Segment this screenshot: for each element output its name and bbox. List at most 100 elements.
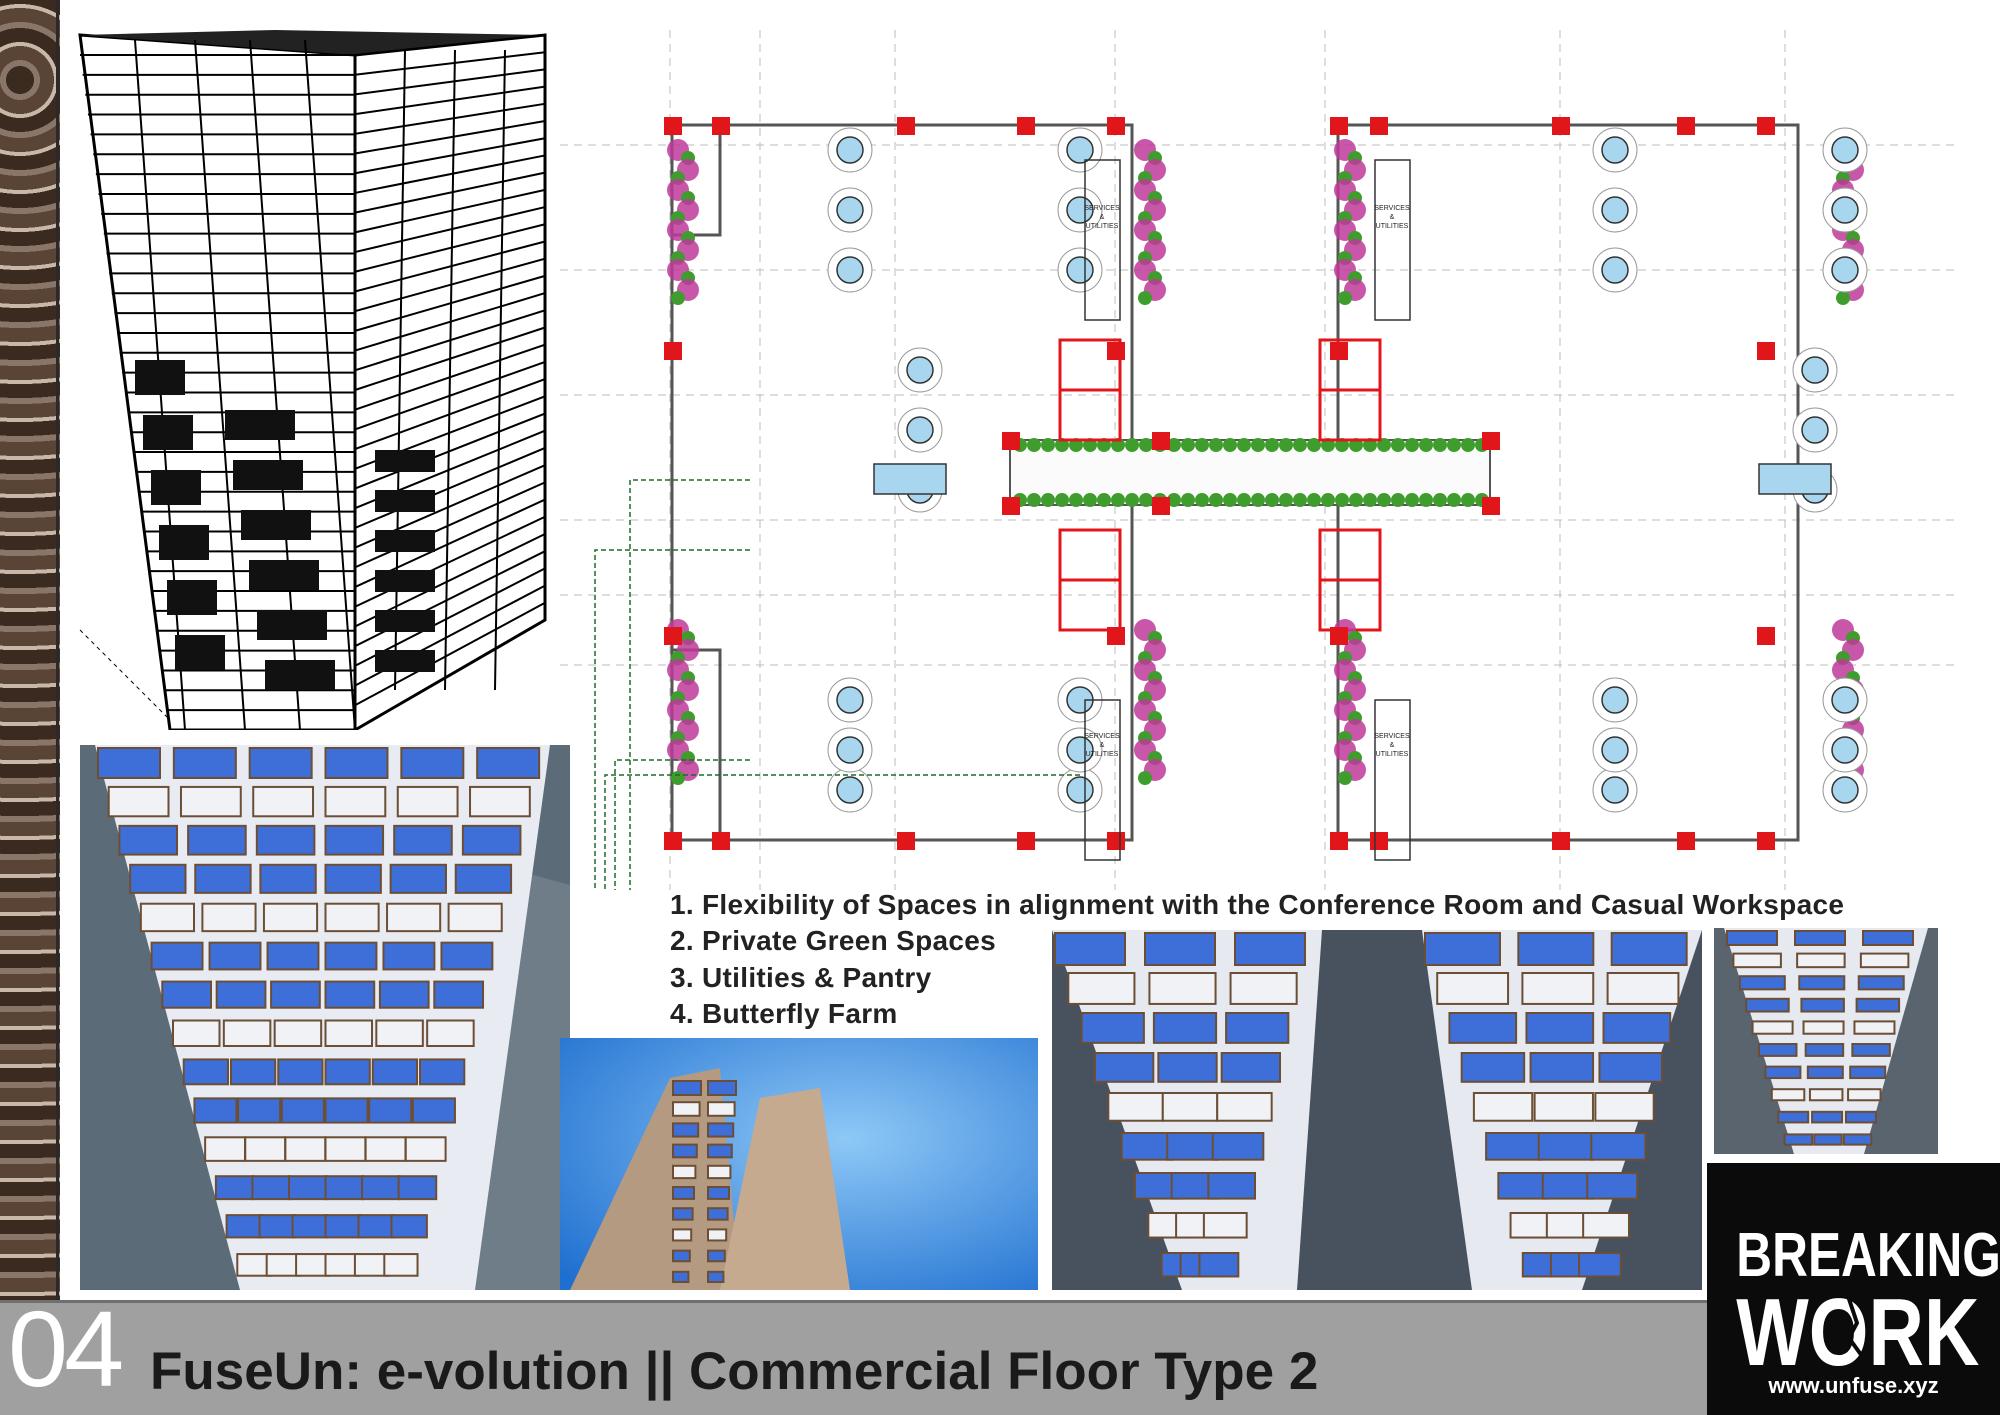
solar-panel: [1808, 1088, 1844, 1102]
page-title: FuseUn: e-volution || Commercial Floor T…: [150, 1342, 1319, 1401]
solar-panel: [411, 1097, 456, 1124]
wire-floor-line: [354, 171, 546, 214]
wire-floor-line: [354, 102, 546, 135]
round-table: [1066, 256, 1094, 284]
solar-panel: [1067, 972, 1136, 1005]
solar-panel: [280, 1097, 325, 1124]
solar-panel: [1802, 1020, 1845, 1035]
bridge-plant: [1237, 438, 1251, 452]
solar-panel: [404, 1136, 447, 1162]
wire-floor-line: [354, 223, 546, 273]
solar-panel: [1777, 1110, 1810, 1124]
solar-panel: [1849, 1065, 1887, 1080]
solar-panel: [1745, 997, 1790, 1013]
round-table: [1831, 776, 1859, 804]
structural-column: [664, 627, 682, 645]
strip-divider: [56, 0, 59, 1300]
service-label-d-amp: &: [1390, 742, 1395, 749]
solar-panel: [258, 1214, 296, 1239]
solar-panel: [1094, 1052, 1155, 1083]
wire-mullion: [494, 49, 506, 691]
legend-item-4: 4. Butterfly Farm: [670, 998, 898, 1029]
wire-dark-panel: [233, 460, 303, 490]
bridge-plant: [1041, 493, 1055, 507]
structural-column: [1152, 497, 1170, 515]
plan-legend: 1. Flexibility of Spaces in alignment wi…: [560, 885, 1970, 1035]
planter-leaf: [1338, 771, 1352, 785]
solar-panel: [1216, 1092, 1273, 1122]
solar-panel: [324, 863, 382, 894]
bridge-plant: [1405, 438, 1419, 452]
solar-panel: [324, 1058, 371, 1086]
solar-panel: [454, 863, 513, 894]
solar-panel: [129, 863, 187, 894]
solar-panel: [707, 1249, 726, 1263]
wire-dark-panel: [375, 610, 435, 632]
solar-panel: [476, 747, 541, 779]
bridge-plant: [1461, 438, 1475, 452]
wire-dark-panel: [151, 470, 201, 505]
structural-column: [1677, 832, 1695, 850]
structural-column: [1757, 342, 1775, 360]
solar-panel: [707, 1080, 737, 1096]
solar-panel: [1800, 997, 1845, 1013]
structural-column: [712, 832, 730, 850]
solar-panel: [1541, 1172, 1594, 1200]
bridge-plant: [1223, 493, 1237, 507]
solar-panel: [324, 902, 380, 933]
decorative-pattern-strip: [0, 0, 60, 1300]
structural-column: [664, 342, 682, 360]
service-label-d: SERVICES: [1374, 733, 1410, 740]
tower-render-small: [1714, 928, 1938, 1154]
round-table: [1831, 686, 1859, 714]
structural-column: [1552, 832, 1570, 850]
solar-panel: [1166, 1132, 1219, 1161]
planter-leaf: [1138, 291, 1152, 305]
solar-panel: [1517, 932, 1595, 966]
solar-panel: [1578, 1252, 1622, 1278]
solar-panel: [1751, 1020, 1794, 1035]
solar-panel: [672, 1249, 691, 1263]
solar-panel: [204, 1136, 247, 1162]
round-table: [1831, 256, 1859, 284]
solar-panel: [1796, 952, 1846, 969]
bridge-plant: [1209, 438, 1223, 452]
service-label-c-amp: &: [1100, 742, 1105, 749]
wire-dark-panel: [167, 580, 217, 615]
solar-panel: [396, 785, 459, 818]
solar-panel: [182, 1058, 229, 1086]
solar-panel: [259, 863, 317, 894]
structural-column: [664, 117, 682, 135]
structural-column: [1330, 117, 1348, 135]
solar-panel: [707, 1101, 736, 1117]
bridge-plant: [1139, 493, 1153, 507]
round-table: [1601, 776, 1629, 804]
legend-item-1: 1. Flexibility of Spaces in alignment wi…: [670, 889, 1845, 920]
bridge-plant: [1447, 493, 1461, 507]
solar-panel: [244, 1136, 287, 1162]
solar-panel: [265, 1253, 301, 1277]
solar-panel: [672, 1186, 695, 1200]
solar-panel: [1460, 1052, 1526, 1083]
solar-panel: [672, 1228, 693, 1242]
round-table: [1831, 736, 1859, 764]
tower-render-sky: [560, 1038, 1038, 1290]
brand-logo: BREAKING WORK www.unfuse.xyz: [1707, 1163, 2000, 1415]
solar-panel: [201, 902, 257, 933]
solar-panel: [707, 1207, 729, 1221]
round-table: [1801, 416, 1829, 444]
bridge-plant: [1237, 493, 1251, 507]
wire-floor-line: [354, 154, 546, 194]
bridge-plant: [1363, 493, 1377, 507]
solar-panel: [214, 1175, 255, 1201]
solar-panel: [1207, 1172, 1256, 1200]
structural-column: [1107, 627, 1125, 645]
bridge-plant: [1405, 493, 1419, 507]
wire-floor-line: [354, 137, 546, 175]
solar-panel: [1198, 1252, 1240, 1278]
service-label-c-util: UTILITIES: [1086, 751, 1119, 758]
bridge-plant: [1433, 438, 1447, 452]
solar-panel: [1582, 1212, 1630, 1239]
solar-panel: [324, 1136, 367, 1162]
solar-panel: [284, 1136, 327, 1162]
